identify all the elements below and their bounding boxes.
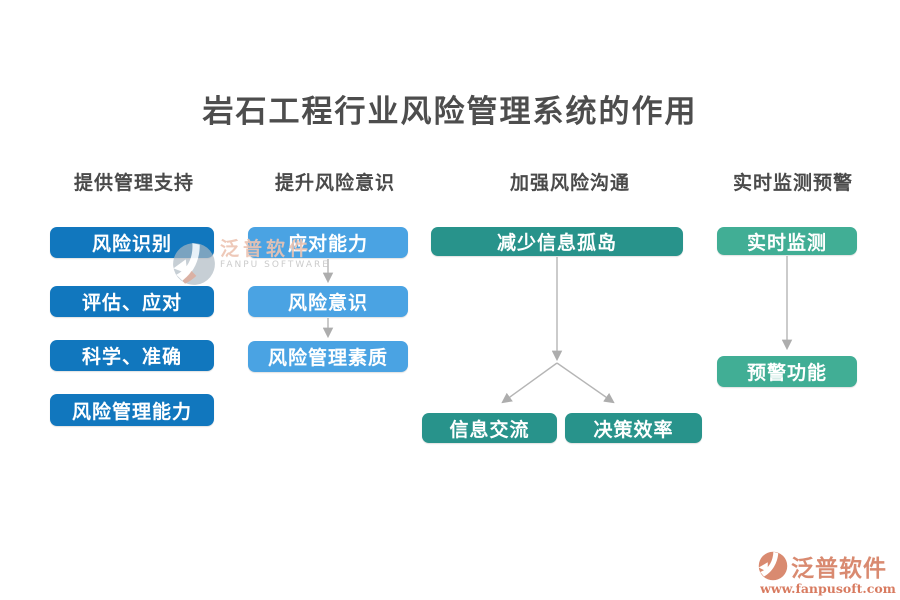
watermark-brand-text: 泛普软件 — [220, 238, 313, 260]
assessment-response-box: 评估、应对 — [50, 286, 214, 317]
scientific-accurate-box: 科学、准确 — [50, 340, 214, 371]
risk-management-quality-box: 风险管理素质 — [248, 341, 408, 372]
risk-awareness-box: 风险意识 — [248, 286, 408, 317]
arrow-col3-right-branch — [556, 362, 615, 404]
response-capability-box: 应对能力 — [248, 227, 408, 258]
column-header-risk-awareness: 提升风险意识 — [274, 172, 395, 194]
realtime-monitoring-box: 实时监测 — [717, 227, 857, 255]
watermark: 泛普软件 FANPU SOFTWARE — [172, 238, 330, 286]
fanpu-watermark-logo-icon — [173, 243, 215, 285]
arrow-col3-left-branch — [501, 362, 558, 404]
reduce-info-silo-box: 减少信息孤岛 — [431, 227, 683, 256]
footer-brand: 泛普软件 www.fanpusoft.com — [758, 549, 898, 596]
watermark-caption-text: FANPU SOFTWARE — [220, 260, 330, 270]
info-exchange-box: 信息交流 — [422, 413, 557, 443]
column-header-realtime-warning: 实时监测预警 — [732, 172, 853, 194]
page-title: 岩石工程行业风险管理系统的作用 — [202, 94, 698, 130]
column-header-management-support: 提供管理支持 — [73, 172, 194, 194]
footer-url-text: www.fanpusoft.com — [760, 581, 896, 596]
column-header-risk-communication: 加强风险沟通 — [509, 172, 630, 194]
footer-brand-text: 泛普软件 — [791, 555, 887, 582]
risk-management-capability-box: 风险管理能力 — [50, 394, 214, 426]
warning-function-box: 预警功能 — [717, 356, 857, 387]
decision-efficiency-box: 决策效率 — [565, 413, 702, 443]
fanpu-logo-icon — [758, 551, 788, 581]
